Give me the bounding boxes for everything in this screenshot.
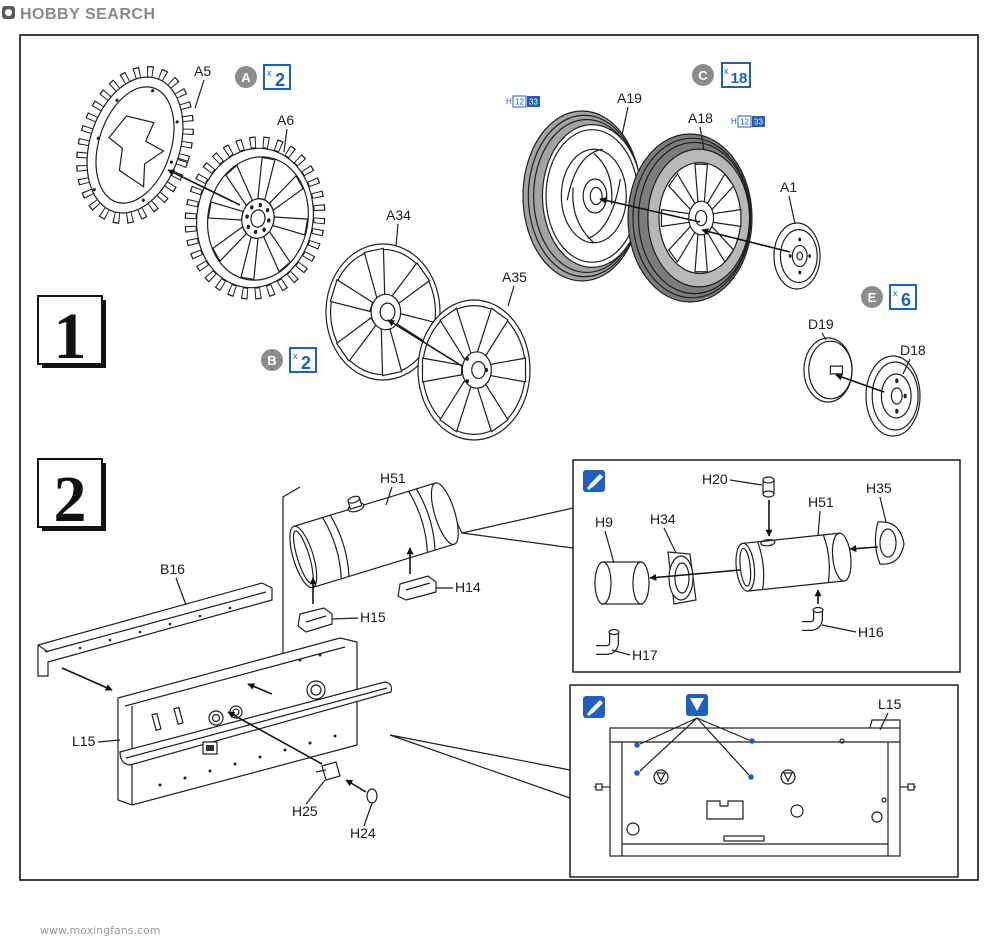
step1-part-labels: A5 A6 A34 A35 A19 A18 A1 D19 D18 xyxy=(194,63,926,375)
label-h9: H9 xyxy=(595,514,613,530)
label-h51: H51 xyxy=(380,470,406,486)
arrow-a18-to-a19 xyxy=(599,197,701,223)
sprocket-a5 xyxy=(76,66,194,224)
paint-prefix: H xyxy=(506,97,512,106)
sprue-letter-c: C xyxy=(698,68,708,83)
label-b16: B16 xyxy=(160,561,185,577)
page-frame xyxy=(19,34,979,881)
wheel-disc-d19 xyxy=(804,338,852,402)
label-a18: A18 xyxy=(688,110,713,126)
part-h24 xyxy=(345,779,378,804)
label-h24: H24 xyxy=(350,825,376,841)
paint-color-1: 12 xyxy=(740,118,749,127)
arrow-a1-to-a18 xyxy=(701,228,791,253)
step-1-number: 1 xyxy=(54,300,87,373)
sprue-letter-e: E xyxy=(868,290,877,305)
exhaust-pipe-h20 xyxy=(762,476,775,537)
road-wheel-a19 xyxy=(523,111,642,281)
exhaust-muffler-h51-detail xyxy=(735,532,852,592)
qty-mark-a: x xyxy=(267,68,272,78)
label-h14: H14 xyxy=(455,579,481,595)
step-1-box: 1 xyxy=(37,295,106,373)
arrow-a35-to-a34 xyxy=(387,319,463,367)
inset-hull-plate: L15 xyxy=(569,684,959,878)
qty-e: 6 xyxy=(901,290,911,310)
inset-leader-line xyxy=(389,734,571,799)
label-h20: H20 xyxy=(702,471,728,487)
qty-a: 2 xyxy=(275,70,285,90)
glue-points xyxy=(634,717,755,780)
step-2-box: 2 xyxy=(37,458,106,536)
sprue-callout-c: C x 18 xyxy=(692,62,751,88)
inset-exhaust-assembly: H20 H51 H35 H9 H34 H17 H16 xyxy=(572,459,961,673)
exhaust-muffler-h51 xyxy=(289,482,459,589)
sprue-callout-b: B x 2 xyxy=(261,347,317,373)
label-a6: A6 xyxy=(277,112,294,128)
idler-wheel-a35 xyxy=(418,300,530,440)
hub-cap-a1 xyxy=(774,223,820,289)
qty-b: 2 xyxy=(301,353,311,373)
paint-callout-a18: H 12 33 xyxy=(731,115,765,128)
cement-icon xyxy=(583,470,605,492)
label-l15-detail: L15 xyxy=(878,696,902,712)
paint-color-1: 12 xyxy=(515,98,524,107)
exhaust-end-h9 xyxy=(594,561,650,605)
part-h25 xyxy=(227,711,341,781)
label-h17: H17 xyxy=(632,647,658,663)
paint-callout-a19: H 12 33 xyxy=(506,95,540,108)
inset-leader-line xyxy=(461,507,574,534)
label-h35: H35 xyxy=(866,480,892,496)
paint-color-2: 33 xyxy=(754,118,763,127)
step2-part-labels: H51 H14 H15 B16 L15 H25 H24 xyxy=(72,470,481,841)
watermark-text: www.moxingfans.com xyxy=(40,924,160,937)
paint-prefix: H xyxy=(731,117,737,126)
road-wheel-a18 xyxy=(628,134,752,302)
label-d19: D19 xyxy=(808,316,834,332)
paint-color-2: 33 xyxy=(529,98,538,107)
glue-point-icon xyxy=(686,694,708,716)
wheel-hub-d18 xyxy=(866,356,920,436)
arrow-h51-to-h9 xyxy=(649,569,741,581)
label-l15: L15 xyxy=(72,733,96,749)
fender-rail-b16 xyxy=(37,582,273,691)
sprue-letter-a: A xyxy=(241,70,251,85)
sprue-callout-a: A x 2 xyxy=(235,64,291,90)
bracket-h15 xyxy=(297,577,333,633)
detail-callout-outline xyxy=(282,486,301,692)
exhaust-cap-h35 xyxy=(849,521,905,565)
label-a1: A1 xyxy=(780,179,797,195)
label-a35: A35 xyxy=(502,269,527,285)
label-h15: H15 xyxy=(360,609,386,625)
exhaust-ring-h34 xyxy=(667,551,697,605)
qty-c: 18 xyxy=(731,70,748,87)
hull-plate-front-view xyxy=(609,727,901,857)
qty-mark-b: x xyxy=(293,351,298,361)
arrow-a6-to-a5 xyxy=(167,169,241,206)
label-h16: H16 xyxy=(858,624,884,640)
sprocket-a6 xyxy=(179,132,331,304)
elbow-pipe-h16 xyxy=(802,589,824,631)
qty-mark-e: x xyxy=(893,288,898,298)
qty-mark-c: x xyxy=(724,66,729,76)
label-a34: A34 xyxy=(386,207,411,223)
label-h34: H34 xyxy=(650,511,676,527)
label-d18: D18 xyxy=(900,342,926,358)
arrow-d18-to-d19 xyxy=(835,373,885,393)
label-a19: A19 xyxy=(617,90,642,106)
header-logo: HOBBY SEARCH xyxy=(2,6,156,23)
step-2-number: 2 xyxy=(54,463,87,536)
label-h51-detail: H51 xyxy=(808,494,834,510)
logo-text: HOBBY SEARCH xyxy=(20,6,156,23)
sprue-letter-b: B xyxy=(267,353,276,368)
label-h25: H25 xyxy=(292,803,318,819)
sprue-callout-e: E x 6 xyxy=(861,284,917,310)
hull-side-plate-l15 xyxy=(117,637,392,806)
bracket-h14 xyxy=(397,547,437,601)
label-a5: A5 xyxy=(194,63,211,79)
elbow-pipe-h17 xyxy=(596,628,620,655)
cement-icon xyxy=(583,696,605,718)
